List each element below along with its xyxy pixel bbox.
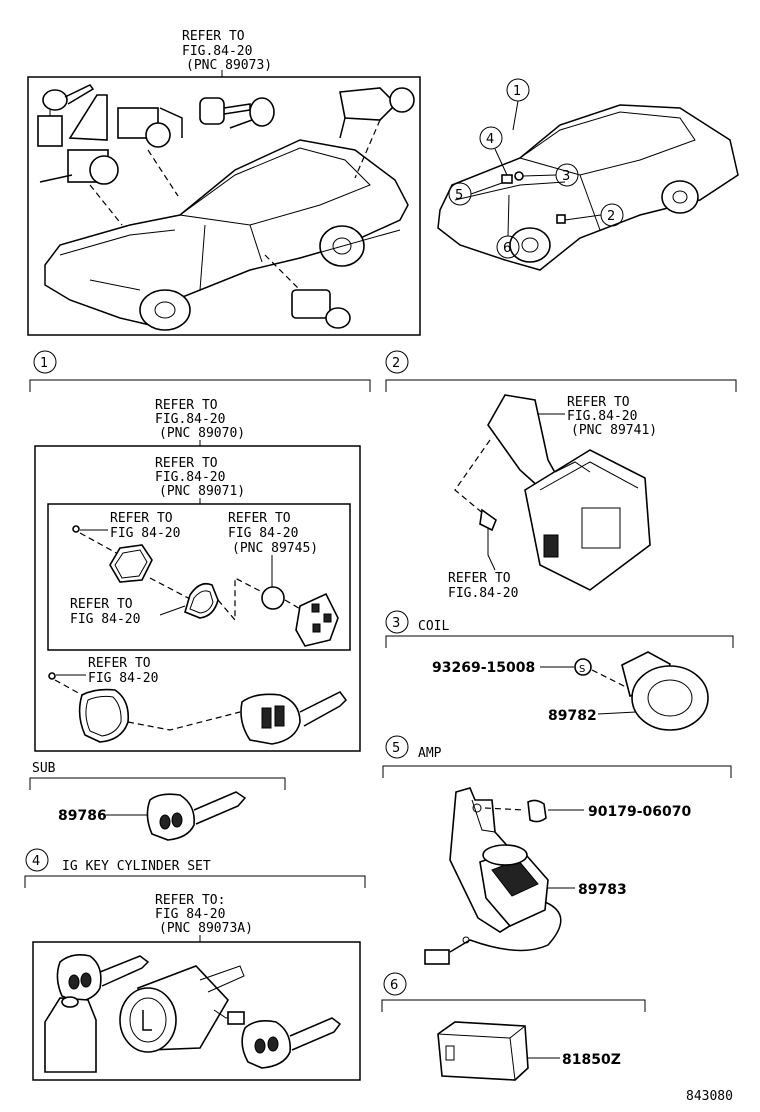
section3: 3 COIL 93269-15008 S 89782 bbox=[385, 610, 734, 731]
control-module-icon bbox=[437, 1021, 529, 1081]
section4-box bbox=[32, 941, 361, 1081]
section4-callout-label: 4 bbox=[32, 854, 40, 869]
section1-outer-refer-3: (PNC 89070) bbox=[159, 426, 245, 441]
ig-key-1-icon bbox=[56, 954, 102, 1003]
section1-key-refer-1: REFER TO bbox=[88, 656, 151, 671]
ig-key-2-icon bbox=[241, 1020, 292, 1069]
section4-refer-1: REFER TO: bbox=[155, 893, 225, 908]
section6-part-number: 81850Z bbox=[562, 1052, 621, 1068]
section1-outer-refer-2: FIG.84-20 bbox=[155, 412, 225, 427]
section5: 5 AMP 90179-06070 89783 bbox=[382, 735, 732, 965]
top-refer-line1: REFER TO bbox=[182, 29, 245, 44]
section4: 4 IG KEY CYLINDER SET REFER TO: FIG 84-2… bbox=[24, 848, 366, 1081]
small-screw-icon bbox=[72, 525, 80, 533]
section1-screw-refer-1: REFER TO bbox=[110, 511, 173, 526]
bolt-icon bbox=[479, 508, 497, 532]
section1-inner-box bbox=[47, 503, 351, 651]
battery-icon bbox=[261, 586, 285, 610]
section4-refer-3: (PNC 89073A) bbox=[159, 921, 253, 936]
amp-plug-icon bbox=[424, 949, 450, 965]
section1-key-refer-2: FIG 84-20 bbox=[88, 671, 158, 686]
section1-mid-refer-1: REFER TO bbox=[155, 456, 218, 471]
section5-part-a: 90179-06070 bbox=[588, 804, 691, 820]
section5-part-b: 89783 bbox=[578, 882, 627, 898]
index-callout-1-label: 1 bbox=[513, 84, 521, 99]
sub-bracket bbox=[29, 777, 286, 790]
section2-bolt-refer-1: REFER TO bbox=[448, 571, 511, 586]
sub-key-icon bbox=[146, 793, 196, 841]
section5-callout-label: 5 bbox=[392, 741, 400, 756]
section1-battery-refer-2: FIG 84-20 bbox=[228, 526, 298, 541]
index-car-illustration bbox=[437, 104, 739, 271]
amp-clip-icon bbox=[527, 799, 547, 823]
coil-ring-icon bbox=[631, 665, 709, 731]
top-refer-note: REFER TO FIG.84-20 (PNC 89073) bbox=[182, 29, 272, 73]
section4-refer-2: FIG 84-20 bbox=[155, 907, 225, 922]
sub-title: SUB bbox=[32, 761, 56, 776]
index-callout-4 bbox=[479, 126, 503, 150]
key-screw-icon bbox=[48, 672, 56, 680]
section1-case-refer-1: REFER TO bbox=[70, 597, 133, 612]
transmitter-case-icon bbox=[295, 592, 339, 647]
section6-callout-label: 6 bbox=[390, 978, 398, 993]
svg-text:S: S bbox=[579, 664, 585, 675]
section1-bracket bbox=[29, 379, 371, 392]
top-car-frame bbox=[27, 76, 421, 336]
section3-part-b: 89782 bbox=[548, 708, 597, 724]
section1-battery-refer-1: REFER TO bbox=[228, 511, 291, 526]
section5-bracket bbox=[382, 765, 732, 778]
section3-bracket bbox=[385, 635, 734, 648]
sub-section: SUB 89786 bbox=[29, 761, 286, 841]
top-refer-line3: (PNC 89073) bbox=[186, 58, 272, 73]
key-tag-icon bbox=[44, 997, 97, 1073]
index-callouts: 1 2 3 4 5 6 bbox=[448, 78, 624, 259]
section2-callout-label: 2 bbox=[392, 356, 400, 371]
section1-mid-refer-2: FIG.84-20 bbox=[155, 470, 225, 485]
section1-callout bbox=[33, 350, 57, 374]
section1-mid-refer-3: (PNC 89071) bbox=[159, 484, 245, 499]
section3-callout bbox=[385, 610, 409, 634]
sub-part-number: 89786 bbox=[58, 808, 107, 824]
section2-unit-refer-2: FIG.84-20 bbox=[567, 409, 637, 424]
section4-title: IG KEY CYLINDER SET bbox=[62, 859, 211, 874]
section1: 1 REFER TO FIG.84-20 (PNC 89070) REFER T… bbox=[29, 350, 371, 752]
section6-bracket bbox=[381, 999, 646, 1012]
section3-callout-label: 3 bbox=[392, 616, 400, 631]
section2-bracket bbox=[385, 379, 737, 392]
index-callout-4-label: 4 bbox=[486, 132, 494, 147]
section5-title: AMP bbox=[418, 746, 442, 761]
index-callout-2-label: 2 bbox=[607, 209, 615, 224]
top-key-parts bbox=[37, 84, 415, 329]
section2-unit-refer-3: (PNC 89741) bbox=[571, 423, 657, 438]
figure-code: 843080 bbox=[686, 1089, 733, 1104]
section2-unit-refer-1: REFER TO bbox=[567, 395, 630, 410]
section4-bracket bbox=[24, 875, 366, 888]
section1-callout-label: 1 bbox=[40, 356, 48, 371]
screw-icon bbox=[574, 658, 592, 676]
section1-outer-refer-1: REFER TO bbox=[155, 398, 218, 413]
section6-callout bbox=[383, 972, 407, 996]
section4-callout bbox=[25, 848, 49, 872]
hexagon-cover-icon bbox=[109, 544, 153, 583]
section5-callout bbox=[385, 735, 409, 759]
top-car-sedan-illustration bbox=[44, 139, 409, 331]
section2-bolt-refer-2: FIG.84-20 bbox=[448, 586, 518, 601]
section1-case-refer-2: FIG 84-20 bbox=[70, 612, 140, 627]
section3-part-a: 93269-15008 bbox=[432, 660, 535, 676]
index-callout-6-label: 6 bbox=[503, 241, 511, 256]
bracket-icon bbox=[487, 394, 560, 489]
section6: 6 81850Z bbox=[381, 972, 646, 1081]
section2: 2 REFER TO FIG.84-20 (PNC 89741) REFER T… bbox=[385, 350, 737, 601]
index-callout-3-label: 3 bbox=[562, 169, 570, 184]
section1-screw-refer-2: FIG 84-20 bbox=[110, 526, 180, 541]
index-callout-5-label: 5 bbox=[455, 188, 463, 203]
section1-outer-box bbox=[34, 445, 361, 752]
section1-battery-refer-3: (PNC 89745) bbox=[232, 541, 318, 556]
top-refer-line2: FIG.84-20 bbox=[182, 44, 252, 59]
section3-title: COIL bbox=[418, 619, 449, 634]
section2-callout bbox=[385, 350, 409, 374]
